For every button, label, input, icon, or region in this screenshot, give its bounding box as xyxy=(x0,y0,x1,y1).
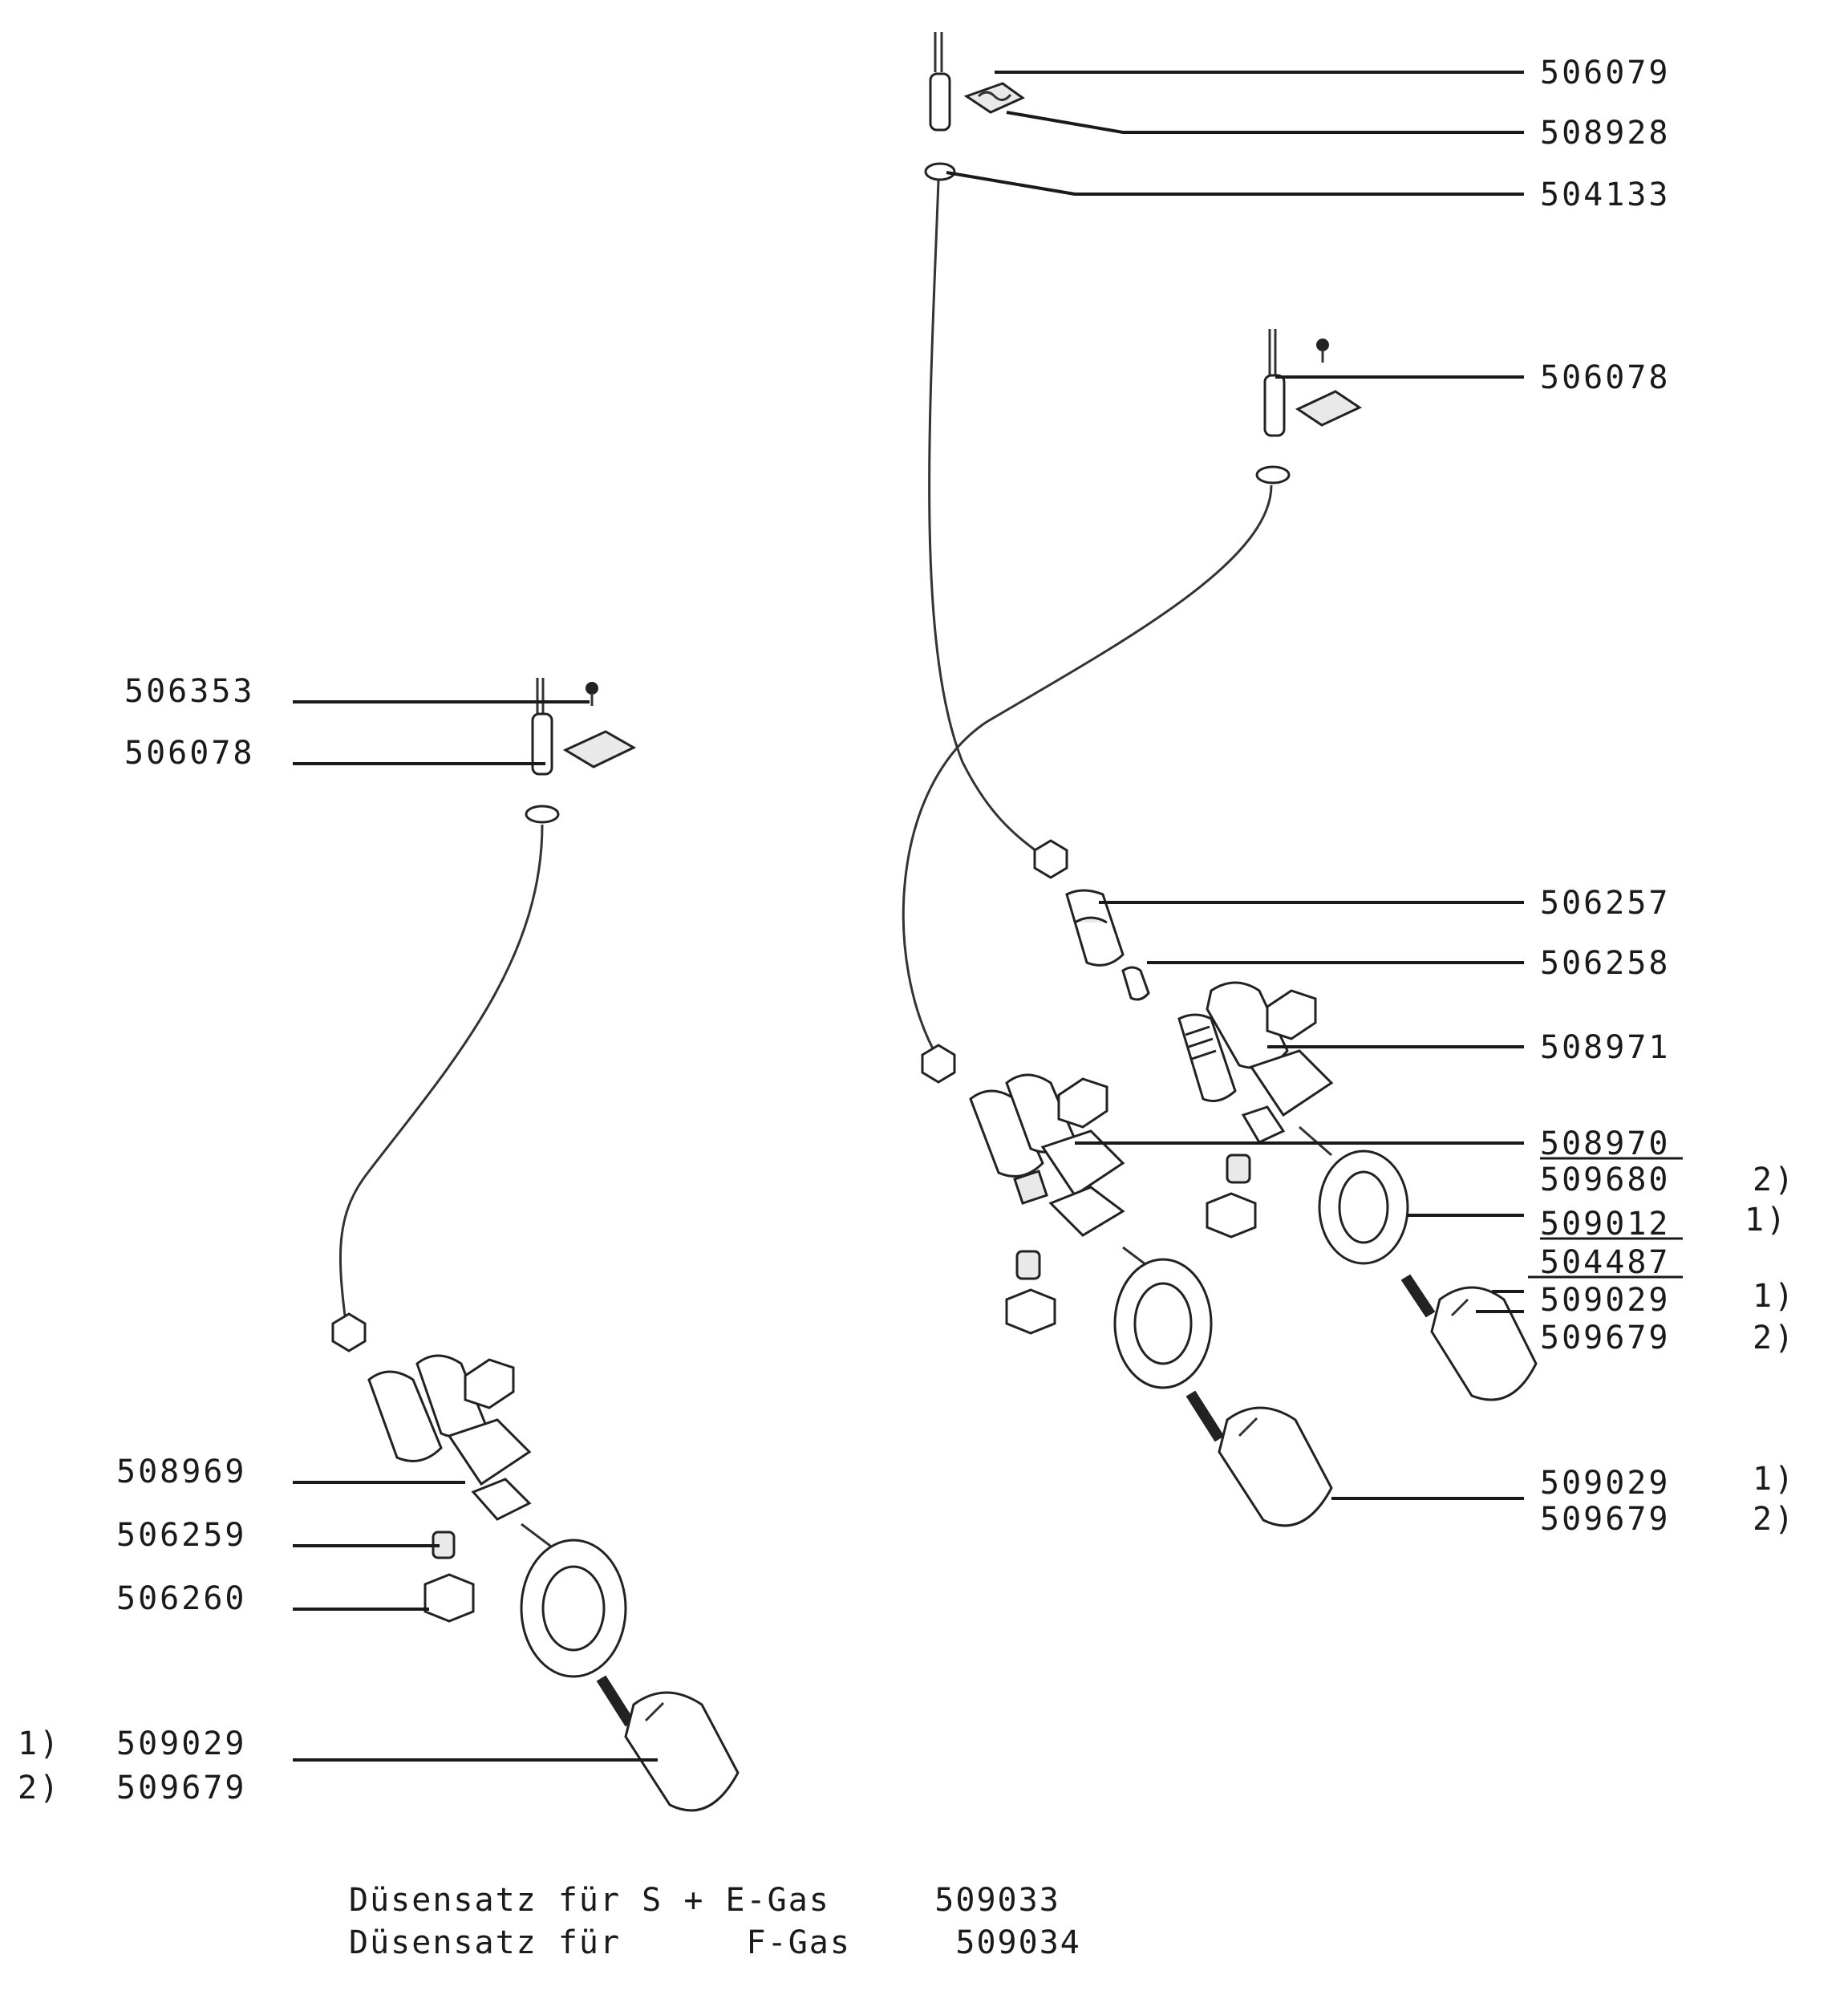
label-504133: 504133 xyxy=(1540,176,1671,213)
label-506257: 506257 xyxy=(1540,885,1671,922)
label-509680: 509680 xyxy=(1540,1162,1671,1198)
note-509012: 1) xyxy=(1745,1202,1788,1239)
upper-right-valve-group xyxy=(1033,839,1538,1401)
leader-lines xyxy=(293,71,1524,1762)
label-508970: 508970 xyxy=(1540,1125,1671,1162)
label-nozzle-509029: 509029 xyxy=(116,1725,247,1762)
footer-line-2: Düsensatz für F-Gas 509034 xyxy=(349,1924,1081,1961)
note-509679-b: 2) xyxy=(1753,1501,1796,1538)
label-504487: 504487 xyxy=(1540,1244,1671,1281)
label-509029-a: 509029 xyxy=(1540,1282,1671,1319)
label-506258: 506258 xyxy=(1540,945,1671,982)
label-509029-b: 509029 xyxy=(1540,1465,1671,1502)
left-assembly-drawing xyxy=(331,678,740,1812)
label-508971: 508971 xyxy=(1540,1029,1671,1066)
lower-right-valve-group xyxy=(921,1044,1333,1527)
label-506078-right: 506078 xyxy=(1540,359,1671,396)
note-nozzle-2: 2) xyxy=(18,1770,61,1806)
label-506353: 506353 xyxy=(124,673,255,710)
label-508969: 508969 xyxy=(116,1454,247,1490)
note-509029-a: 1) xyxy=(1753,1278,1796,1315)
second-tube-assembly xyxy=(902,329,1363,1060)
note-nozzle-1: 1) xyxy=(18,1725,61,1762)
top-tube-assembly xyxy=(924,32,1052,864)
label-nozzle-509679: 509679 xyxy=(116,1770,247,1806)
footer-line-1: Düsensatz für S + E-Gas 509033 xyxy=(349,1882,1060,1919)
label-508928: 508928 xyxy=(1540,115,1671,152)
label-506078-left: 506078 xyxy=(124,735,255,772)
label-506079: 506079 xyxy=(1540,55,1671,91)
note-509679-a: 2) xyxy=(1753,1320,1796,1356)
note-509029-b: 1) xyxy=(1753,1461,1796,1498)
label-506260: 506260 xyxy=(116,1580,247,1617)
label-509679-a: 509679 xyxy=(1540,1320,1671,1356)
note-509680: 2) xyxy=(1753,1162,1796,1198)
label-509012: 509012 xyxy=(1540,1206,1671,1243)
label-509679-b: 509679 xyxy=(1540,1501,1671,1538)
label-506259: 506259 xyxy=(116,1517,247,1554)
